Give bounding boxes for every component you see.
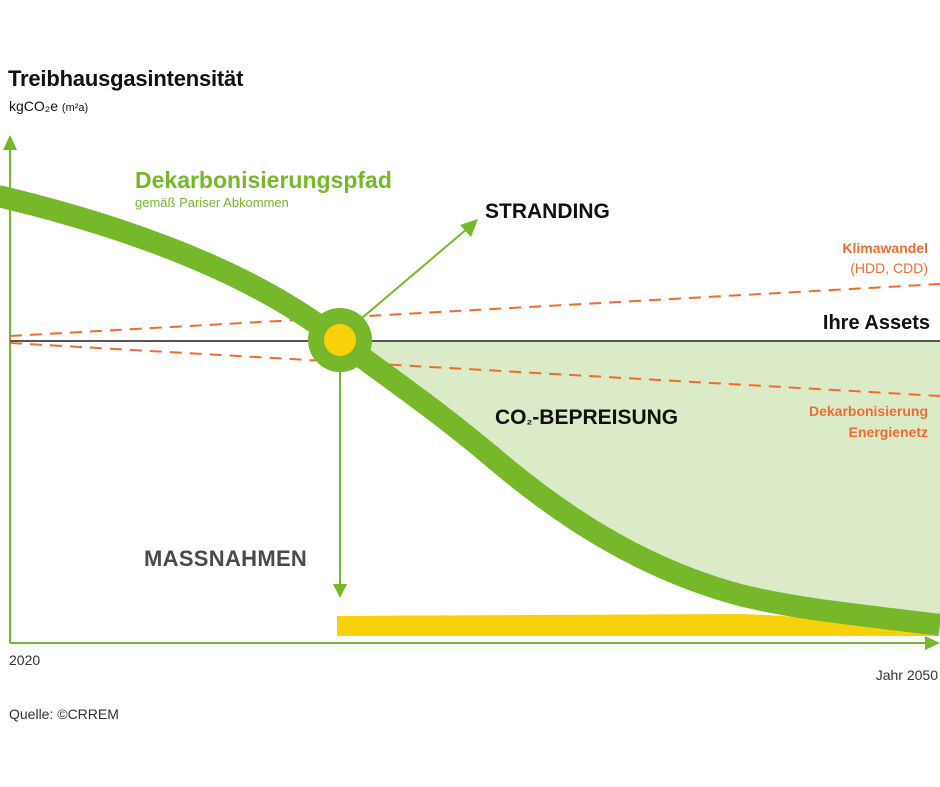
unit-sub: (m²a): [61, 102, 89, 114]
decarbonisation-pathway: [0, 185, 940, 636]
measures-label: MASSNAHMEN: [144, 546, 308, 571]
co2-rest: -BEPREISUNG: [532, 406, 679, 429]
measures-bar: [337, 614, 938, 636]
chart-title: Treibhausgasintensität: [8, 66, 244, 91]
x-axis-start-label: 2020: [9, 652, 41, 668]
x-axis-end-label: Jahr 2050: [875, 667, 938, 683]
y-axis-arrow-icon: [3, 135, 17, 150]
pathway-subtitle: gemäß Pariser Abkommen: [135, 195, 289, 210]
x-axis-arrow-icon: [925, 636, 940, 650]
co2-subscript: ₂: [526, 412, 533, 427]
measures-arrow-head-icon: [333, 584, 347, 598]
energienetz-label-line1: Dekarbonisierung: [808, 403, 928, 419]
energienetz-label-line2: Energienetz: [848, 424, 928, 440]
y-axis-unit: kgCO₂e (m²a): [9, 98, 88, 114]
energienetz-line: [9, 342, 940, 397]
klimawandel-line: [9, 283, 940, 337]
stranding-label: STRANDING: [485, 200, 610, 223]
klimawandel-label: Klimawandel: [842, 240, 928, 256]
co2-pricing-label: CO₂-BEPREISUNG: [495, 406, 678, 430]
pathway-title: Dekarbonisierungspfad: [135, 167, 392, 193]
unit-main: kgCO₂e: [9, 98, 59, 114]
source-label: Quelle: ©CRREM: [9, 706, 119, 722]
assets-label: Ihre Assets: [822, 312, 930, 334]
co2-main: CO: [495, 406, 527, 429]
stranding-node-inner: [324, 324, 356, 356]
stranding-arrow: [361, 227, 469, 319]
co2-pricing-area: [340, 341, 940, 625]
stranding-arrow-head-icon: [460, 219, 478, 237]
klimawandel-sublabel: (HDD, CDD): [850, 260, 928, 276]
